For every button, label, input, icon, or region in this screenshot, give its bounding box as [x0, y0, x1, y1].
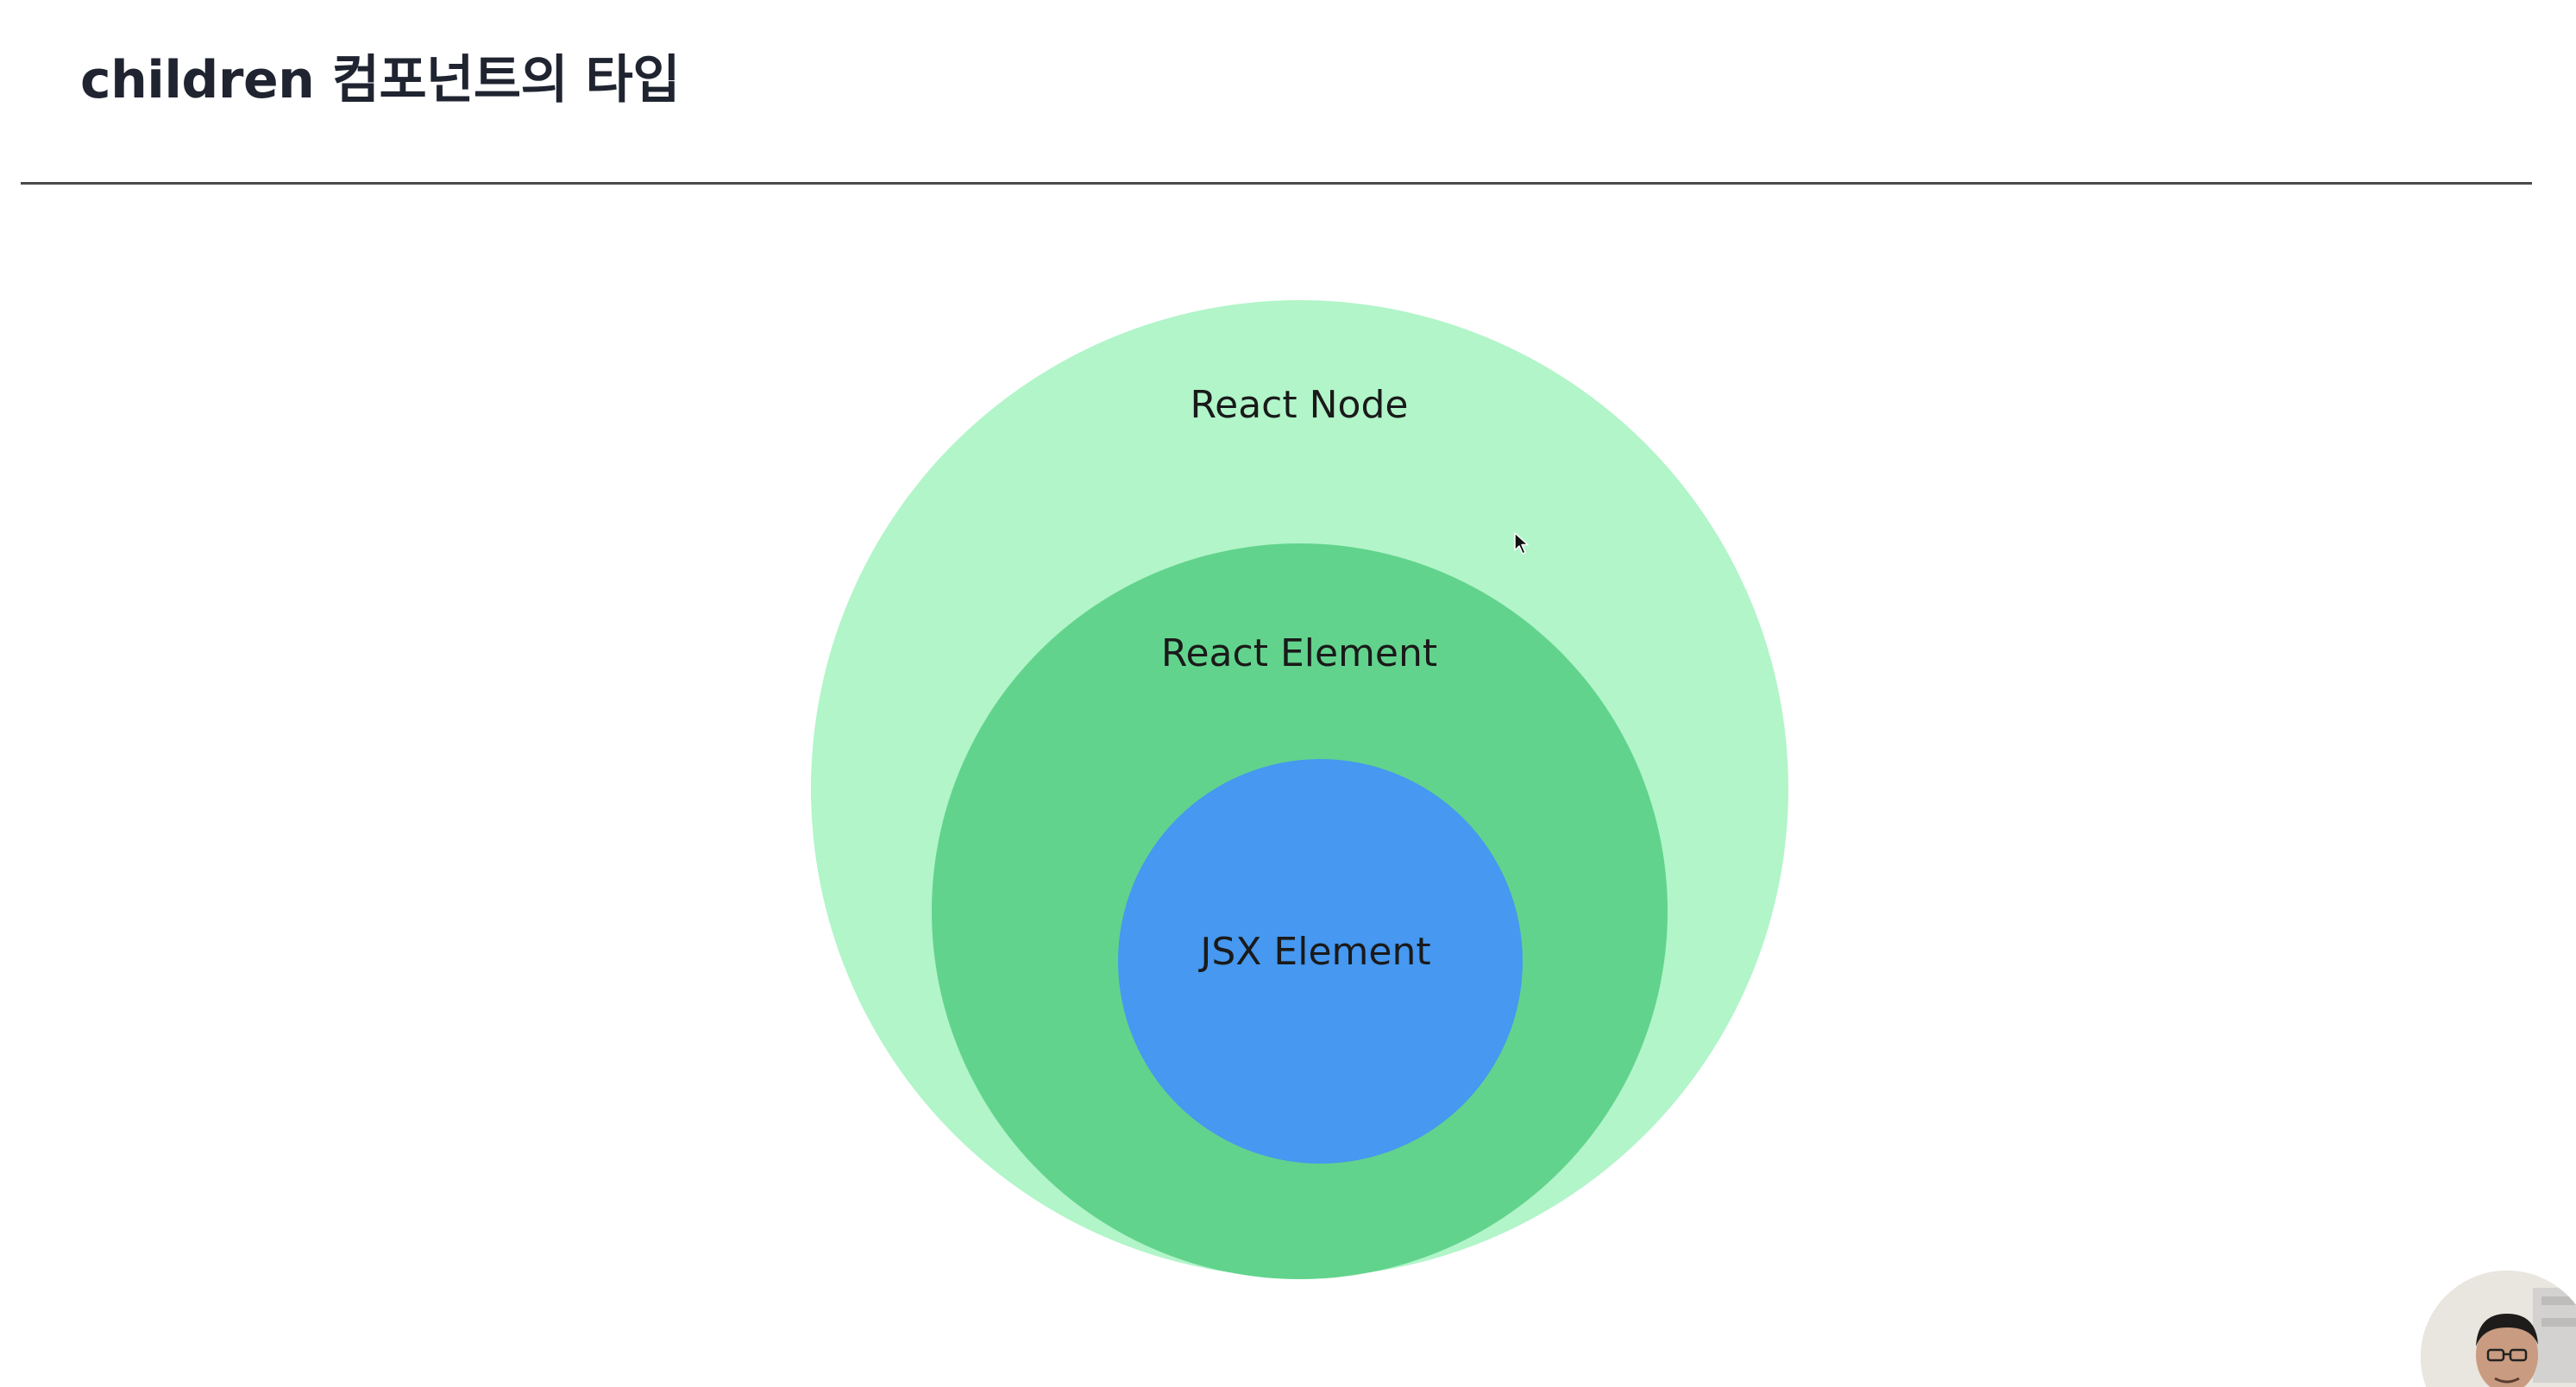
react-element-label: React Element [1160, 631, 1438, 675]
slide-title: children 컴포넌트의 타입 [80, 50, 681, 110]
presenter-webcam [2421, 1271, 2576, 1387]
title-divider [21, 182, 2532, 185]
mouse-pointer-icon [1514, 532, 1529, 555]
jsx-element-label: JSX Element [1200, 930, 1431, 974]
react-node-label: React Node [1190, 383, 1409, 427]
jsx-element-circle [1118, 759, 1523, 1164]
presenter-avatar [2421, 1271, 2576, 1387]
